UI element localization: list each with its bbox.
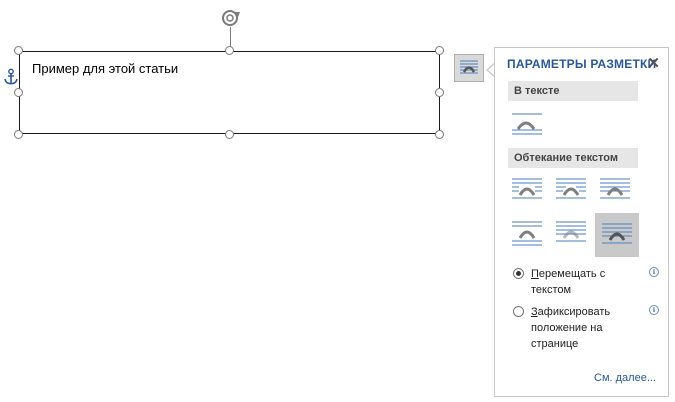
wrap-option-top-and-bottom[interactable] — [507, 213, 547, 253]
layout-options-icon — [460, 60, 478, 74]
wrap-option-through[interactable] — [595, 170, 635, 210]
resize-handle-bottom-right[interactable] — [435, 130, 444, 139]
panel-title: ПАРАМЕТРЫ РАЗМЕТКИ — [507, 57, 657, 71]
resize-handle-bottom[interactable] — [225, 130, 234, 139]
resize-handle-left[interactable] — [14, 88, 23, 97]
layout-options-panel: ПАРАМЕТРЫ РАЗМЕТКИ ✕ В тексте Обтекание … — [494, 47, 669, 397]
section-wrapping-heading: Обтекание текстом — [508, 148, 638, 168]
wrap-top-bottom-icon — [512, 221, 542, 246]
wrap-square-icon — [512, 178, 542, 199]
text-box-content[interactable]: Пример для этой статьи — [32, 61, 179, 76]
resize-handle-bottom-left[interactable] — [14, 130, 23, 139]
close-button[interactable]: ✕ — [647, 55, 660, 72]
rotation-stem — [230, 27, 231, 49]
info-icon-fix[interactable]: i — [649, 305, 659, 315]
see-more-link[interactable]: См. далее... — [594, 372, 656, 384]
wrap-option-square[interactable] — [507, 170, 547, 210]
resize-handle-top-left[interactable] — [14, 46, 23, 55]
rotate-handle-icon[interactable] — [220, 7, 242, 29]
wrap-behind-icon — [556, 221, 586, 242]
info-icon-move[interactable]: i — [649, 267, 659, 277]
text-box[interactable]: Пример для этой статьи — [19, 51, 440, 134]
wrap-option-tight[interactable] — [551, 170, 591, 210]
resize-handle-top-right[interactable] — [435, 46, 444, 55]
section-inline-heading: В тексте — [508, 81, 638, 101]
wrap-option-in-line[interactable] — [507, 104, 547, 144]
wrap-option-behind-text[interactable] — [551, 213, 591, 253]
layout-options-button[interactable] — [454, 54, 484, 82]
radio-move-with-text-button[interactable] — [513, 268, 524, 279]
wrap-in-front-icon — [602, 223, 632, 244]
resize-handle-top[interactable] — [225, 46, 234, 55]
radio-fix-position-button[interactable] — [513, 306, 524, 317]
wrap-inline-icon — [512, 113, 542, 135]
wrap-tight-icon — [556, 178, 586, 199]
panel-pointer-fill — [488, 63, 496, 77]
anchor-icon — [4, 68, 18, 85]
wrap-through-icon — [600, 178, 630, 199]
resize-handle-right[interactable] — [435, 88, 444, 97]
wrap-option-in-front-of-text[interactable] — [595, 213, 639, 257]
